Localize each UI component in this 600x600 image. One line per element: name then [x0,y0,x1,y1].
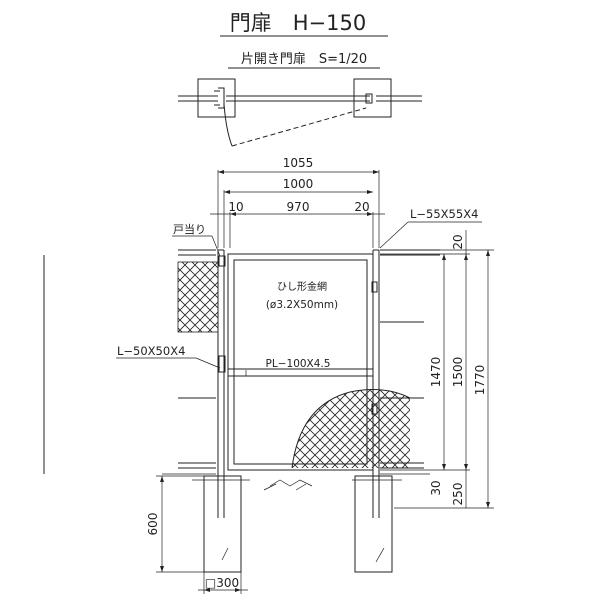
posts [217,249,380,518]
dim-panel-width: 970 [287,200,310,214]
dim-overall-width: 1055 [283,156,314,170]
label-mesh-spec: (ø3.2X50mm) [266,299,338,311]
drawing-subtitle: 片開き門扉 S=1/20 [241,51,367,67]
plan-view [178,78,422,147]
right-dimensions [380,230,494,509]
door-stop-block [218,255,226,267]
hinge-upper [371,281,378,293]
label-mesh-name: ひし形金網 [277,280,327,293]
top-dimensions [210,170,385,248]
gate-frame [218,253,378,471]
fence-left [43,249,219,475]
drawing-title: 門扉 H−150 [230,11,366,35]
latch-block [218,355,226,373]
label-door-stop: 戸当り [173,222,206,236]
label-left-post: L−50X50X4 [117,344,185,358]
footing-depth-dimension [156,475,204,573]
dim-bottom-gap: 30 [429,480,443,495]
dim-left-gap: 10 [228,200,243,214]
dim-base-above: 250 [451,483,465,506]
dim-post-height: 1770 [473,365,487,396]
dim-gate-height: 1500 [451,357,465,388]
callout-lines [116,221,482,376]
dim-top-gap: 20 [451,234,465,249]
dim-gate-width: 1000 [283,177,314,191]
footings [192,475,402,573]
footing-size-dimension [198,572,248,594]
label-plate: PL−100X4.5 [266,358,331,370]
dim-footing-size: □300 [205,576,239,590]
dim-footing-depth: 600 [146,513,160,536]
label-right-post: L−55X55X4 [410,207,478,221]
dim-panel-height: 1470 [429,357,443,388]
dim-right-gap: 20 [354,200,369,214]
hinge-lower [371,403,378,415]
